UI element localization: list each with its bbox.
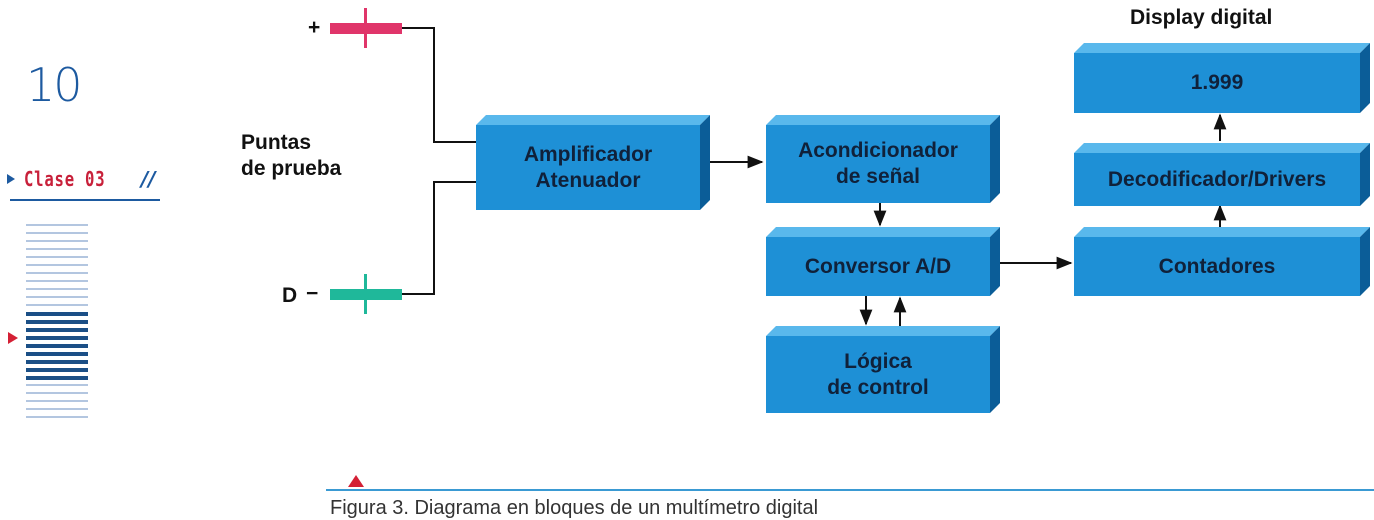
signal-arrows xyxy=(710,113,1227,326)
page-number: 10 xyxy=(26,58,83,112)
positive-sign: + xyxy=(308,16,321,39)
negative-probe-icon xyxy=(330,274,402,314)
positive-probe-icon xyxy=(330,8,402,48)
caption-rule xyxy=(326,489,1374,491)
probe-label-line2: de prueba xyxy=(241,157,342,180)
probe-label: Puntas de prueba xyxy=(241,130,341,182)
decoder-block xyxy=(1074,143,1370,206)
caption-marker-icon xyxy=(348,475,364,487)
section-marker-icon xyxy=(7,174,15,184)
conditioner-block xyxy=(766,115,1000,203)
negative-sign: − xyxy=(306,282,319,305)
probe-label-line1: Puntas xyxy=(241,131,312,154)
negative-probe-label: D xyxy=(282,284,298,307)
counters-block xyxy=(1074,227,1370,296)
figure-caption: Figura 3. Diagrama en bloques de un mult… xyxy=(330,497,819,519)
section-rule xyxy=(10,199,160,201)
page-progress-ruler xyxy=(26,224,88,424)
amplifier-block xyxy=(476,115,710,210)
probe-wires xyxy=(400,27,476,295)
section-label: Clase 03 xyxy=(24,167,106,191)
display-block xyxy=(1074,43,1370,113)
section-slash: // xyxy=(141,167,156,191)
ruler-position-marker-icon xyxy=(8,332,18,344)
converter-block xyxy=(766,227,1000,296)
logic-block xyxy=(766,326,1000,413)
display-title: Display digital xyxy=(1130,6,1273,29)
